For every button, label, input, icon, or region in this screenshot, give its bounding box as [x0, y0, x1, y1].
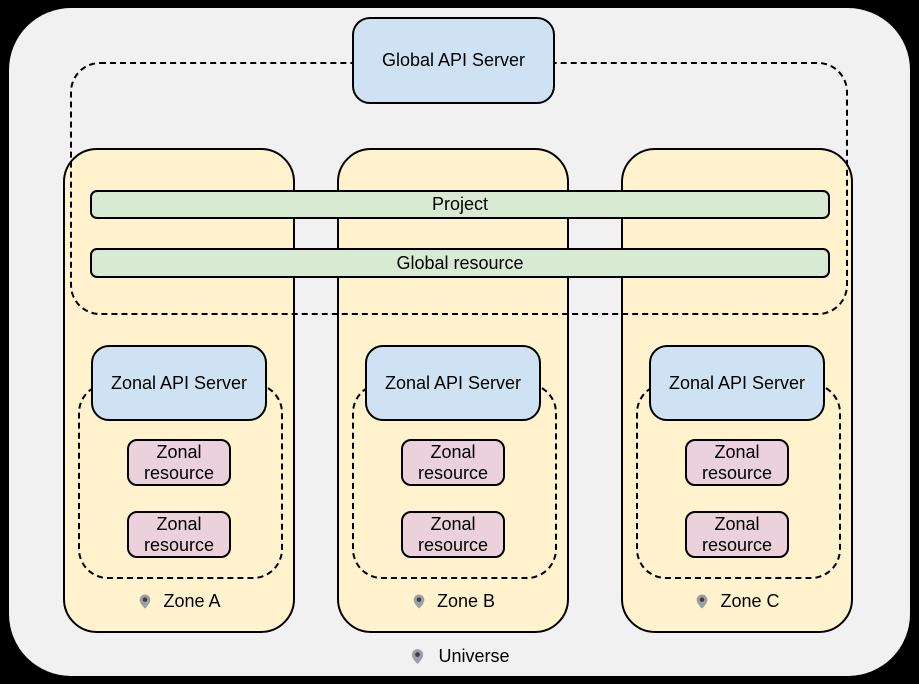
zone-name: Zone C: [720, 590, 780, 611]
zonal-api-server-label: Zonal API Server: [668, 372, 806, 393]
global-resource-bar-label: Global resource: [396, 252, 524, 273]
zonal-resource-label: Zonal resource: [143, 441, 215, 483]
zone-c-zonal-resource-box-1: Zonal resource: [685, 439, 789, 486]
zone-b-zonal-api-server-box: Zonal API Server: [365, 345, 541, 421]
zonal-resource-label: Zonal resource: [417, 513, 489, 555]
location-pin-icon: [697, 594, 708, 608]
zone-a-container: Zonal API Server Zonal resource Zonal re…: [63, 148, 295, 633]
zonal-resource-label: Zonal resource: [143, 513, 215, 555]
zone-b-zonal-resource-box-2: Zonal resource: [401, 511, 505, 558]
location-pin-icon: [140, 594, 151, 608]
zone-a-zonal-resource-box-1: Zonal resource: [127, 439, 231, 486]
project-bar-label: Project: [431, 194, 489, 214]
zone-c-zonal-resource-box-2: Zonal resource: [685, 511, 789, 558]
project-bar: Project: [90, 190, 830, 219]
zone-c-label: Zone C: [623, 588, 851, 614]
global-resource-bar: Global resource: [90, 248, 830, 278]
zone-a-zonal-resource-box-2: Zonal resource: [127, 511, 231, 558]
zone-a-label: Zone A: [65, 588, 293, 614]
zone-b-label: Zone B: [339, 588, 567, 614]
zonal-resource-label: Zonal resource: [701, 441, 773, 483]
zone-c-zonal-api-server-box: Zonal API Server: [649, 345, 825, 421]
zonal-api-server-label: Zonal API Server: [110, 372, 248, 393]
zonal-resource-label: Zonal resource: [417, 441, 489, 483]
global-api-server-box: Global API Server: [352, 17, 555, 104]
zone-name: Zone A: [163, 590, 221, 611]
universe-label: Universe: [9, 643, 910, 669]
zone-name: Zone B: [436, 590, 496, 611]
zone-a-zonal-api-server-box: Zonal API Server: [91, 345, 267, 421]
zone-b-zonal-resource-box-1: Zonal resource: [401, 439, 505, 486]
location-pin-icon: [413, 594, 425, 608]
zonal-api-server-label: Zonal API Server: [384, 372, 522, 393]
zone-c-container: Zonal API Server Zonal resource Zonal re…: [621, 148, 853, 633]
global-api-server-label: Global API Server: [381, 50, 526, 70]
location-pin-icon: [412, 648, 424, 664]
zone-b-container: Zonal API Server Zonal resource Zonal re…: [337, 148, 569, 633]
zonal-resource-label: Zonal resource: [701, 513, 773, 555]
universe-name: Universe: [438, 645, 510, 666]
universe-container: Zonal API Server Zonal resource Zonal re…: [9, 8, 910, 676]
